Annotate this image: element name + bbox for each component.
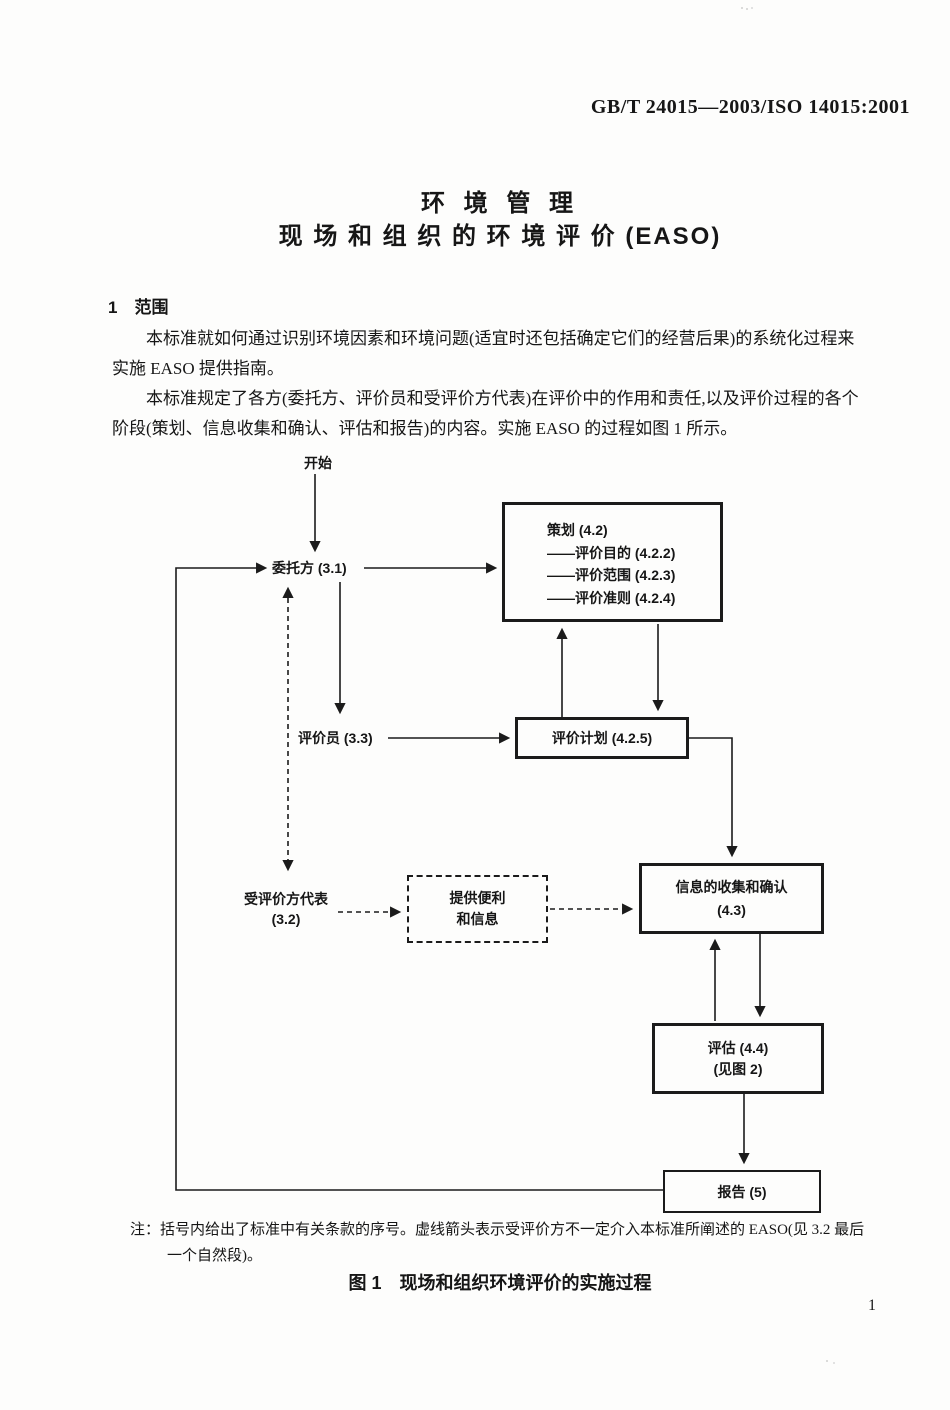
report-label: 报告 (5) xyxy=(717,1183,767,1200)
assessee-label-line2: (3.2) xyxy=(271,911,301,927)
evaluation-line1: 评估 (4.4) xyxy=(707,1039,769,1056)
arrow-plan-to-info xyxy=(688,737,738,858)
assessor-label: 评价员 (3.3) xyxy=(298,730,373,746)
figure-note-line2: 一个自然段)。 xyxy=(167,1248,262,1264)
assessee-representative-label: 受评价方代表 (3.2) xyxy=(234,889,338,929)
assessee-label-line1: 受评价方代表 xyxy=(244,891,328,907)
information-collection-line1: 信息的收集和确认 xyxy=(675,878,788,895)
paragraph-1-line-1: 本标准就如何通过识别环境因素和环境问题(适宜时还包括确定它们的经营后果)的系统化… xyxy=(146,329,855,348)
planning-box: 策划 (4.2) ——评价目的 (4.2.2) ——评价范围 (4.2.3) —… xyxy=(502,502,723,622)
planning-title: 策划 (4.2) xyxy=(547,522,608,538)
figure-note-line1: 注：括号内给出了标准中有关条款的序号。虚线箭头表示受评价方不一定介入本标准所阐述… xyxy=(130,1222,865,1238)
evaluation-line2: (见图 2) xyxy=(713,1060,763,1077)
assessment-plan-box: 评价计划 (4.2.5) xyxy=(515,717,689,759)
flowchart-connectors xyxy=(175,474,766,1191)
feedback-line-report-to-client xyxy=(175,562,663,1191)
facilitate-line2: 和信息 xyxy=(456,911,499,927)
client-label: 委托方 (3.1) xyxy=(272,560,347,576)
information-collection-line2: (4.3) xyxy=(717,901,746,918)
paragraph-2-line-1: 本标准规定了各方(委托方、评价员和受评价方代表)在评价中的作用和责任,以及评价过… xyxy=(146,389,859,408)
scan-artifact xyxy=(741,7,743,9)
evaluation-box: 评估 (4.4) (见图 2) xyxy=(652,1023,824,1094)
start-label: 开始 xyxy=(304,455,332,471)
scan-artifact xyxy=(826,1360,828,1362)
facilitate-line1: 提供便利 xyxy=(449,890,506,906)
page-number: 1 xyxy=(868,1297,876,1314)
section-heading: 1 范围 xyxy=(108,298,169,317)
body-text: 本标准就如何通过识别环境因素和环境问题(适宜时还包括确定它们的经营后果)的系统化… xyxy=(112,324,894,444)
paragraph-2-line-2: 阶段(策划、信息收集和确认、评估和报告)的内容。实施 EASO 的过程如图 1 … xyxy=(112,419,738,438)
assessment-plan-label: 评价计划 (4.2.5) xyxy=(551,730,653,746)
planning-item-objectives: ——评价目的 (4.2.2) xyxy=(547,544,676,561)
document-title-line1: 环 境 管 理 xyxy=(420,190,579,217)
planning-item-criteria: ——评价准则 (4.2.4) xyxy=(547,589,676,606)
paragraph-1-line-2: 实施 EASO 提供指南。 xyxy=(112,359,284,378)
report-box: 报告 (5) xyxy=(663,1170,821,1213)
facilitate-box: 提供便利 和信息 xyxy=(407,875,548,943)
standard-code: GB/T 24015—2003/ISO 14015:2001 xyxy=(590,96,910,118)
document-title-line2: 现 场 和 组 织 的 环 境 评 价 (EASO) xyxy=(278,223,722,250)
information-collection-box: 信息的收集和确认 (4.3) xyxy=(639,863,824,934)
planning-item-scope: ——评价范围 (4.2.3) xyxy=(547,567,676,583)
figure-note: 注：括号内给出了标准中有关条款的序号。虚线箭头表示受评价方不一定介入本标准所阐述… xyxy=(130,1217,900,1269)
figure-caption: 图 1 现场和组织环境评价的实施过程 xyxy=(348,1273,652,1293)
